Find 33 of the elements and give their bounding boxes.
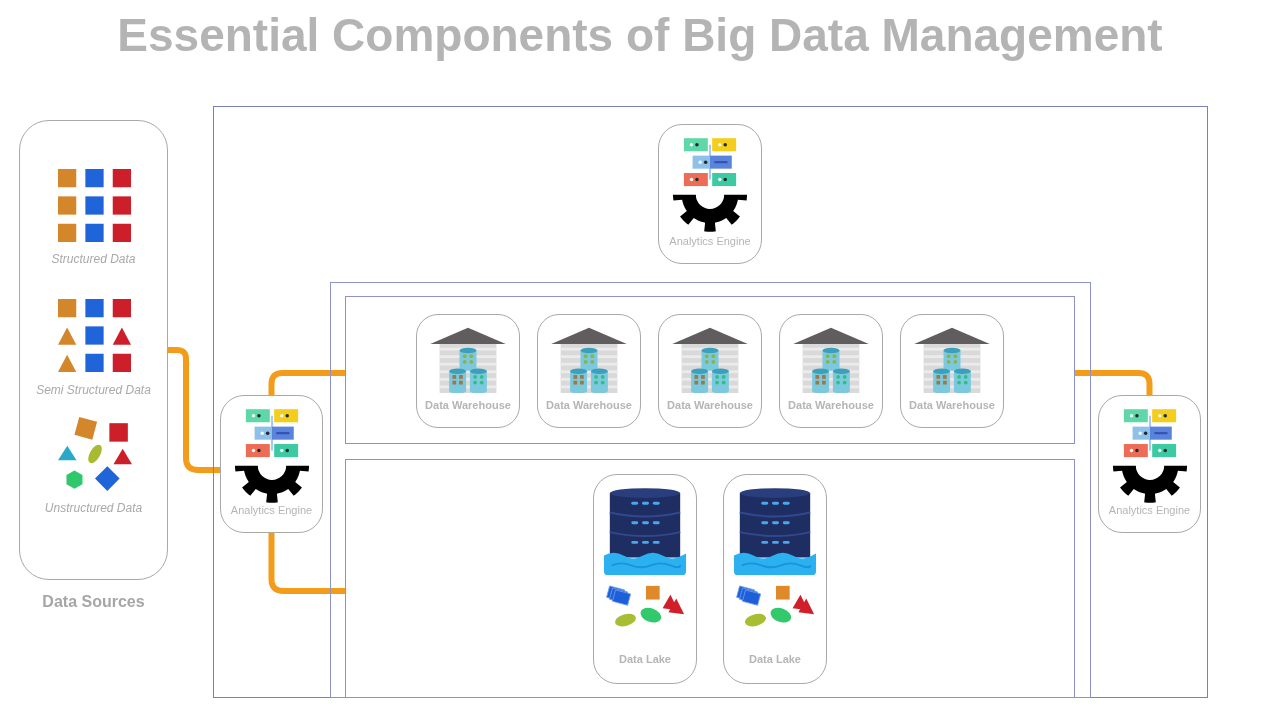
warehouse-card xyxy=(779,314,883,428)
section-frame xyxy=(345,296,1075,444)
node-label: Data Warehouse xyxy=(788,399,874,413)
warehouse-card xyxy=(900,314,1004,428)
warehouse-card xyxy=(658,314,762,428)
warehouse-card xyxy=(537,314,641,428)
node-label: Analytics Engine xyxy=(669,235,751,249)
node-label: Data Warehouse xyxy=(546,399,632,413)
category-label: Unstructured Data xyxy=(44,501,143,516)
engine-card xyxy=(1098,395,1201,533)
engine-card xyxy=(658,124,762,264)
category-label: Structured Data xyxy=(51,252,136,267)
title: Essential Components of Big Data Management xyxy=(117,8,1163,62)
connector xyxy=(168,347,220,473)
connector xyxy=(1075,370,1153,395)
warehouse-card xyxy=(416,314,520,428)
engine-card xyxy=(220,395,323,533)
container-frame xyxy=(330,282,1091,698)
container-frame xyxy=(213,106,1208,698)
node-label: Data Warehouse xyxy=(909,399,995,413)
connector xyxy=(268,533,345,594)
section-frame xyxy=(345,459,1075,698)
category-label: Semi Structured Data xyxy=(36,383,151,398)
lake-card xyxy=(723,474,827,684)
node-label: Data Warehouse xyxy=(667,399,753,413)
connector xyxy=(268,370,345,395)
node-label: Data Warehouse xyxy=(425,399,511,413)
panel-heading: Data Sources xyxy=(42,592,145,612)
node-label: Data Lake xyxy=(749,653,801,667)
node-label: Analytics Engine xyxy=(230,504,313,518)
node-label: Data Lake xyxy=(619,653,671,667)
lake-card xyxy=(593,474,697,684)
node-label: Analytics Engine xyxy=(1108,504,1191,518)
